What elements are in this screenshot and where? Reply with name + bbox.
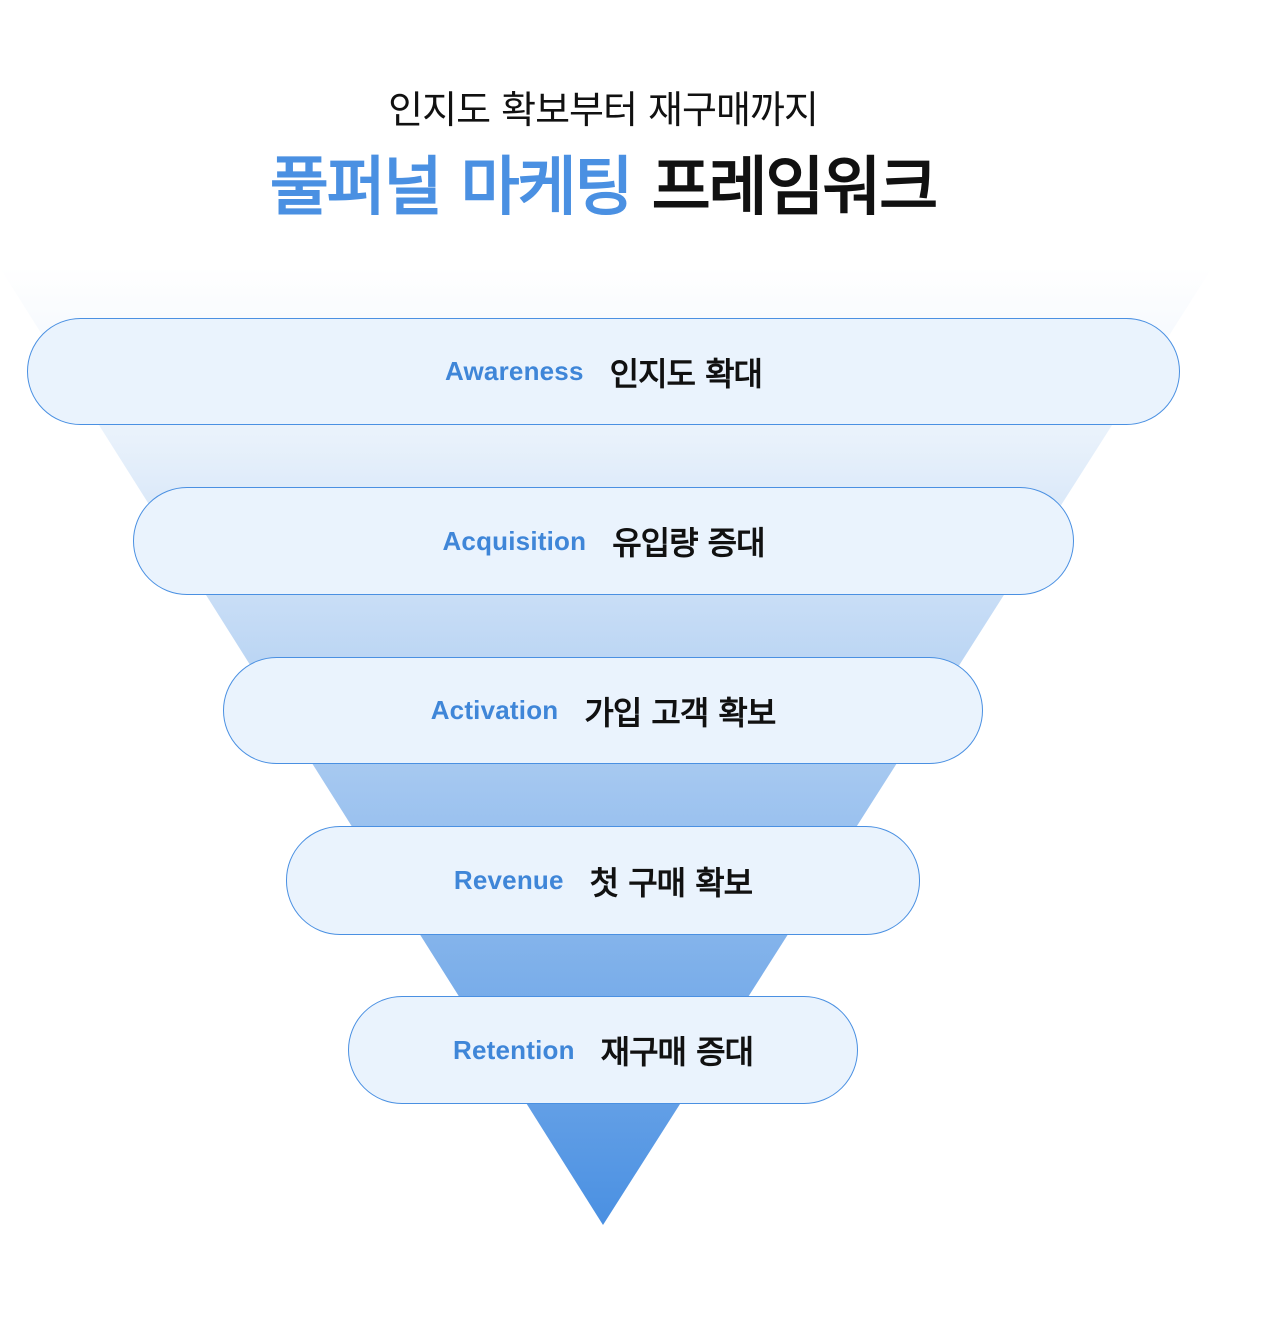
stage-awareness: Awareness 인지도 확대 [27,318,1180,425]
stage-revenue: Revenue 첫 구매 확보 [286,826,920,935]
stage-awareness-en: Awareness [445,356,584,386]
stage-acquisition-ko: 유입량 증대 [612,524,765,562]
stage-activation: Activation 가입 고객 확보 [223,657,983,764]
subtitle: 인지도 확보부터 재구매까지 [388,88,819,132]
stage-awareness-ko: 인지도 확대 [609,354,763,393]
stage-revenue-ko: 첫 구매 확보 [589,863,753,902]
stage-acquisition: Acquisition 유입량 증대 [133,487,1074,595]
stage-acquisition-en: Acquisition [442,525,587,556]
stage-retention: Retention 재구매 증대 [348,996,858,1104]
stage-retention-en: Retention [452,1034,575,1065]
title-rest: 프레임워크 [651,151,938,225]
page-title: 풀퍼널 마케팅 프레임워크 [0,150,1206,226]
stage-retention-ko: 재구매 증대 [600,1033,754,1071]
stage-activation-ko: 가입 고객 확보 [584,693,776,732]
stage-activation-en: Activation [430,695,559,725]
stage-revenue-en: Revenue [453,865,564,895]
title-accent: 풀퍼널 마케팅 [269,151,634,225]
